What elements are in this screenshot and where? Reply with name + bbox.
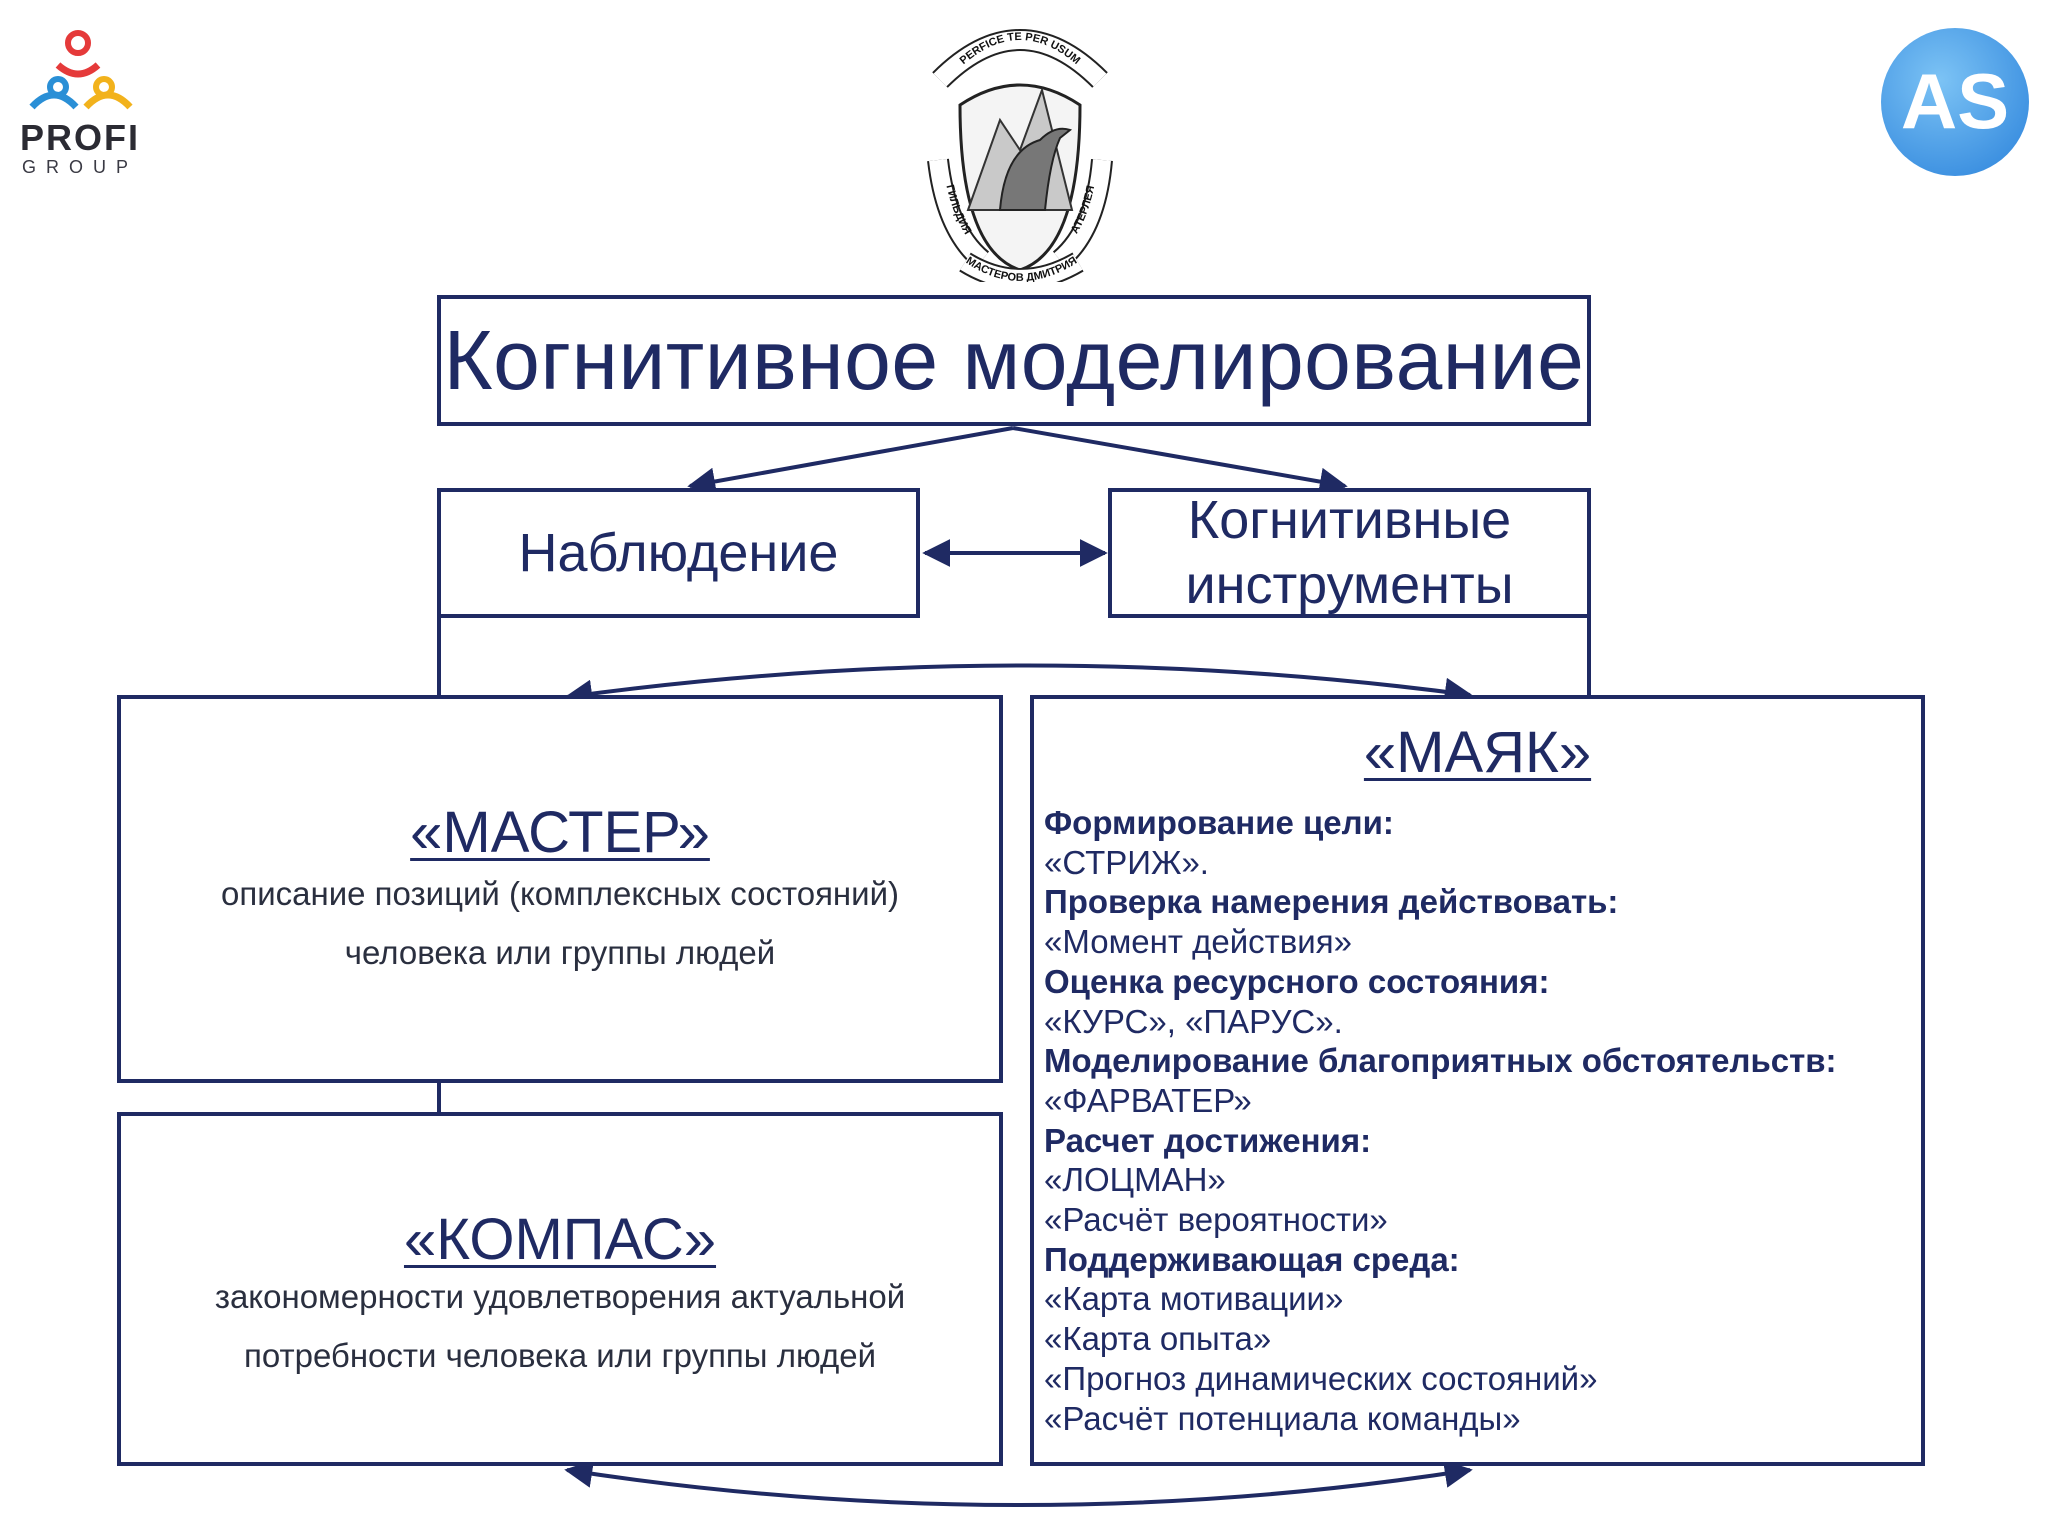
mayak-item: «Прогноз динамических состояний»	[1044, 1359, 1598, 1397]
mayak-item: «ФАРВАТЕР»	[1044, 1081, 1252, 1119]
kompas-desc-line2: потребности человека или группы людей	[243, 1337, 877, 1375]
mayak-title: «МАЯК»	[1363, 720, 1592, 785]
as-logo: AS	[1878, 25, 2033, 180]
master-desc-line2: человека или группы людей	[344, 934, 776, 972]
mayak-heading: Моделирование благоприятных обстоятельст…	[1044, 1042, 1837, 1080]
cognitive-tools-box: Когнитивные инструменты	[1108, 488, 1591, 618]
mayak-item: «СТРИЖ».	[1044, 843, 1209, 881]
arrow-top-curve	[564, 663, 1473, 708]
kompas-box: «КОМПАС» закономерности удовлетворения а…	[117, 1112, 1003, 1466]
profi-name: PROFI	[20, 117, 141, 158]
mayak-item: «Момент действия»	[1044, 923, 1352, 961]
mayak-list: Формирование цели: «СТРИЖ». Проверка нам…	[1044, 803, 1837, 1438]
mayak-heading: Формирование цели:	[1044, 804, 1394, 841]
master-desc-line1: описание позиций (комплексных состояний)	[220, 875, 900, 912]
mayak-box: «МАЯК» Формирование цели: «СТРИЖ». Прове…	[1030, 695, 1925, 1466]
cognitive-tools-line1: Когнитивные	[1187, 490, 1512, 551]
mayak-item: «Расчёт потенциала команды»	[1044, 1399, 1521, 1437]
kompas-desc-line1: закономерности удовлетворения актуальной	[214, 1278, 906, 1315]
profi-group-logo: PROFI GROUP	[18, 25, 153, 185]
observation-label: Наблюдение	[518, 522, 839, 583]
arrow-title-to-observation	[687, 426, 1014, 496]
mayak-item: «Карта мотивации»	[1044, 1280, 1344, 1318]
profi-sub: GROUP	[22, 157, 139, 177]
mayak-heading: Расчет достижения:	[1044, 1121, 1372, 1159]
profi-people-icon	[29, 30, 133, 110]
mayak-item: «Карта опыта»	[1044, 1320, 1272, 1358]
cognitive-tools-line2: инструменты	[1185, 555, 1514, 615]
diagram-title: Когнитивное моделирование	[443, 313, 1585, 407]
mayak-item: «КУРС», «ПАРУС».	[1044, 1002, 1343, 1040]
guild-emblem: PERFICE TE PER USUM ГИЛЬДИЯ АТЕРЛЕЯ МАСТ…	[920, 10, 1120, 290]
observation-box: Наблюдение	[437, 488, 920, 618]
as-logo-text: AS	[1901, 57, 2009, 145]
master-box: «МАСТЕР» описание позиций (комплексных с…	[117, 695, 1003, 1083]
arrow-bottom-curve	[564, 1460, 1473, 1507]
arrow-title-to-tools	[1012, 426, 1348, 496]
mayak-item: «Расчёт вероятности»	[1044, 1201, 1388, 1239]
mayak-item: «ЛОЦМАН»	[1044, 1161, 1226, 1199]
mayak-heading: Проверка намерения действовать:	[1044, 883, 1619, 921]
master-title: «МАСТЕР»	[410, 800, 710, 865]
title-box: Когнитивное моделирование	[437, 295, 1591, 426]
kompas-title: «КОМПАС»	[403, 1207, 717, 1272]
mayak-heading: Оценка ресурсного состояния:	[1044, 962, 1550, 1000]
mayak-heading: Поддерживающая среда:	[1044, 1240, 1460, 1278]
